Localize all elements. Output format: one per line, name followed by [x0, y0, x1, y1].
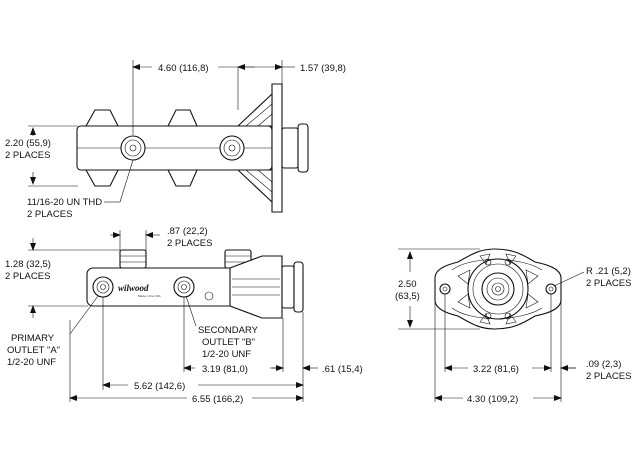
- side-pushrod-cap: [293, 261, 304, 313]
- dim-09-places: 2 PLACES: [586, 371, 631, 382]
- end-mount-hole-left: [439, 283, 451, 295]
- dim-2-50-metric: (63,5): [395, 291, 420, 302]
- dim-4-30: 4.30 (109,2): [467, 394, 518, 405]
- dim-2-20: 2.20 (55,9): [5, 138, 51, 149]
- made-in-usa: Made in the USA: [138, 294, 161, 298]
- top-port-secondary: [219, 135, 245, 161]
- dim-1-57: 1.57 (39,8): [300, 63, 346, 74]
- end-pocket: [457, 269, 471, 285]
- top-view: [28, 60, 309, 213]
- radius-label: R .21 (5,2): [586, 266, 631, 277]
- dim-4-60: 4.60 (116,8): [158, 63, 209, 74]
- secondary-outlet-id: OUTLET "B": [202, 337, 255, 348]
- dim-1-28: 1.28 (32,5): [5, 259, 51, 270]
- secondary-outlet-label: SECONDARY: [198, 325, 259, 336]
- thread-places: 2 PLACES: [27, 209, 72, 220]
- top-pushrod-boss: [281, 127, 299, 169]
- top-flange-rib-upper: [236, 92, 273, 127]
- dim-87-places: 2 PLACES: [167, 238, 212, 249]
- dim-6-55: 6.55 (166,2): [192, 394, 243, 405]
- side-port-primary: [92, 276, 114, 298]
- top-reservoir-mid-lower: [167, 169, 198, 187]
- top-flange-rib-lower: [236, 169, 273, 204]
- dim-3-19: 3.19 (81,0): [202, 364, 248, 375]
- primary-outlet-id: OUTLET "A": [7, 345, 60, 356]
- dim-5-62: 5.62 (142,6): [134, 381, 185, 392]
- side-reservoir-boss-left: [119, 249, 147, 269]
- dim-2-50: 2.50: [398, 279, 417, 290]
- dim-09: .09 (2,3): [586, 359, 621, 370]
- top-reservoir-left-upper: [85, 109, 119, 127]
- radius-places: 2 PLACES: [586, 278, 631, 289]
- side-view: [28, 230, 318, 402]
- dim-87: .87 (22,2): [167, 226, 208, 237]
- dim-3-22: 3.22 (81,6): [473, 364, 519, 375]
- top-port-primary: [120, 135, 146, 161]
- primary-outlet-label: PRIMARY: [11, 333, 55, 344]
- top-reservoir-left-lower: [85, 169, 119, 187]
- primary-outlet-thread: 1/2-20 UNF: [7, 357, 56, 368]
- side-bleed-hole: [204, 291, 214, 301]
- end-bore: [481, 272, 515, 306]
- top-reservoir-mid-upper: [167, 109, 198, 127]
- top-mounting-flange: [271, 83, 283, 213]
- wilwood-logo: wilwood: [118, 283, 149, 293]
- top-pushrod-cap: [297, 123, 309, 173]
- side-pushrod-boss: [281, 265, 295, 309]
- secondary-outlet-thread: 1/2-20 UNF: [202, 349, 251, 360]
- dim-1-28-places: 2 PLACES: [5, 271, 50, 282]
- thread-label: 11/16-20 UN THD: [27, 197, 102, 208]
- end-view: [398, 248, 585, 402]
- dim-2-20-places: 2 PLACES: [5, 150, 50, 161]
- side-port-secondary: [173, 276, 195, 298]
- dim-61: .61 (15,4): [322, 364, 363, 375]
